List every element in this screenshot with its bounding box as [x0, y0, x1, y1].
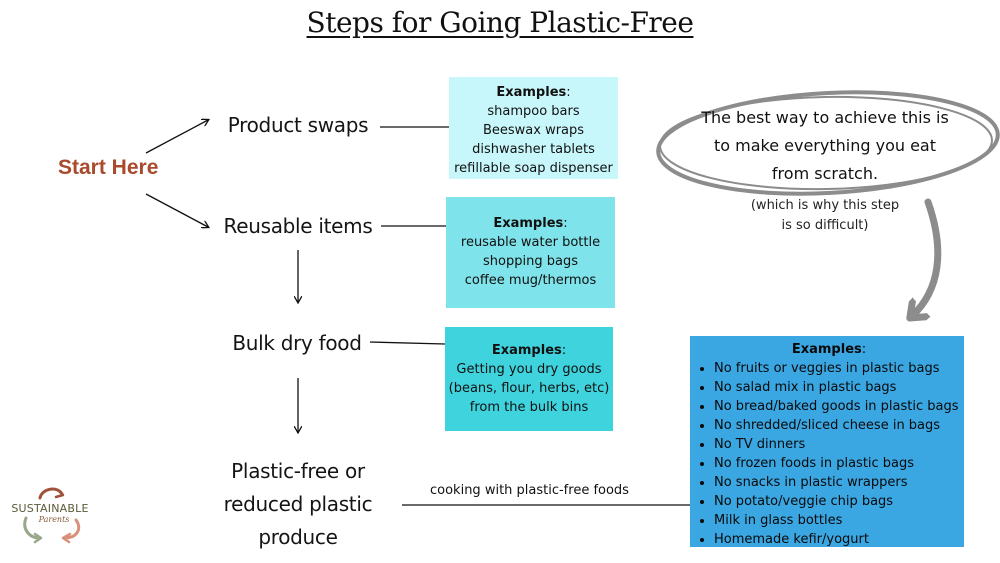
- list-item: No snacks in plastic wrappers: [714, 473, 956, 492]
- example-line: refillable soap dispenser: [454, 161, 613, 176]
- examples-box-produce: Examples: No fruits or veggies in plasti…: [690, 336, 964, 547]
- example-line: coffee mug/thermos: [464, 273, 597, 288]
- note-sub-line2: is so difficult): [781, 218, 869, 233]
- arrow-start-to-reusable-items: [145, 193, 208, 227]
- step-bulk-dry-food: Bulk dry food: [232, 331, 362, 355]
- example-line: reusable water bottle: [460, 235, 601, 250]
- example-line: Getting you dry goods: [456, 362, 602, 377]
- note-line2: to make everything you eat: [713, 136, 936, 155]
- scratch-note: The best way to achieve this is to make …: [690, 104, 960, 188]
- examples-header: Examples:: [496, 85, 571, 100]
- note-line3: from scratch.: [771, 164, 879, 183]
- list-item: No frozen foods in plastic bags: [714, 454, 956, 473]
- examples-box-product-swaps: Examples: shampoo bars Beeswax wraps dis…: [449, 77, 618, 179]
- examples-box-bulk-dry-food: Examples: Getting you dry goods (beans, …: [445, 327, 613, 431]
- example-line: shampoo bars: [487, 104, 580, 119]
- arrow-start-to-product-swaps: [145, 120, 208, 154]
- list-item: No fruits or veggies in plastic bags: [714, 359, 956, 378]
- step-produce-line3: produce: [258, 525, 338, 549]
- logo-script: Parents: [38, 515, 70, 524]
- list-item: No potato/veggie chip bags: [714, 492, 956, 511]
- list-item: Homemade kefir/yogurt: [714, 530, 956, 549]
- note-circle: [656, 90, 1000, 196]
- example-line: from the bulk bins: [469, 400, 589, 415]
- produce-examples-list: No fruits or veggies in plastic bags No …: [702, 359, 959, 549]
- step-reusable-items: Reusable items: [223, 214, 373, 238]
- examples-box-reusable-items: Examples: reusable water bottle shopping…: [446, 197, 615, 308]
- note-line1: The best way to achieve this is: [701, 108, 949, 127]
- step-produce: Plastic-free or reduced plastic produce: [200, 455, 396, 554]
- example-line: Beeswax wraps: [482, 123, 585, 138]
- cooking-label: cooking with plastic-free foods: [430, 483, 629, 498]
- list-item: Milk in glass bottles: [714, 511, 956, 530]
- note-sub-line1: (which is why this step: [750, 198, 900, 213]
- examples-header: Examples:: [491, 343, 567, 358]
- examples-header: Examples:: [791, 342, 867, 357]
- recycle-arrows-icon: [23, 487, 81, 544]
- list-item: No bread/baked goods in plastic bags: [714, 397, 959, 416]
- start-here-label: Start Here: [58, 156, 159, 179]
- example-line: shopping bags: [483, 254, 578, 269]
- examples-header: Examples:: [493, 216, 568, 231]
- step-product-swaps: Product swaps: [227, 113, 369, 137]
- scratch-note-sub: (which is why this step is so difficult): [730, 196, 920, 236]
- example-line: dishwasher tablets: [472, 142, 595, 157]
- note-circle-inner: [659, 95, 993, 191]
- sustainable-parents-logo: SUSTAINABLE Parents: [4, 482, 96, 544]
- curved-arrow: [912, 198, 942, 316]
- step-produce-line1: Plastic-free or: [231, 459, 365, 483]
- logo-text: SUSTAINABLE: [11, 502, 89, 515]
- diagram-title: Steps for Going Plastic-Free: [306, 6, 694, 39]
- list-item: No shredded/sliced cheese in bags: [714, 416, 956, 435]
- step-produce-line2: reduced plastic: [223, 492, 373, 516]
- line-bulk-to-box: [369, 341, 446, 345]
- list-item: No TV dinners: [714, 435, 956, 454]
- list-item: No salad mix in plastic bags: [714, 378, 956, 397]
- example-line: (beans, flour, herbs, etc): [448, 381, 610, 396]
